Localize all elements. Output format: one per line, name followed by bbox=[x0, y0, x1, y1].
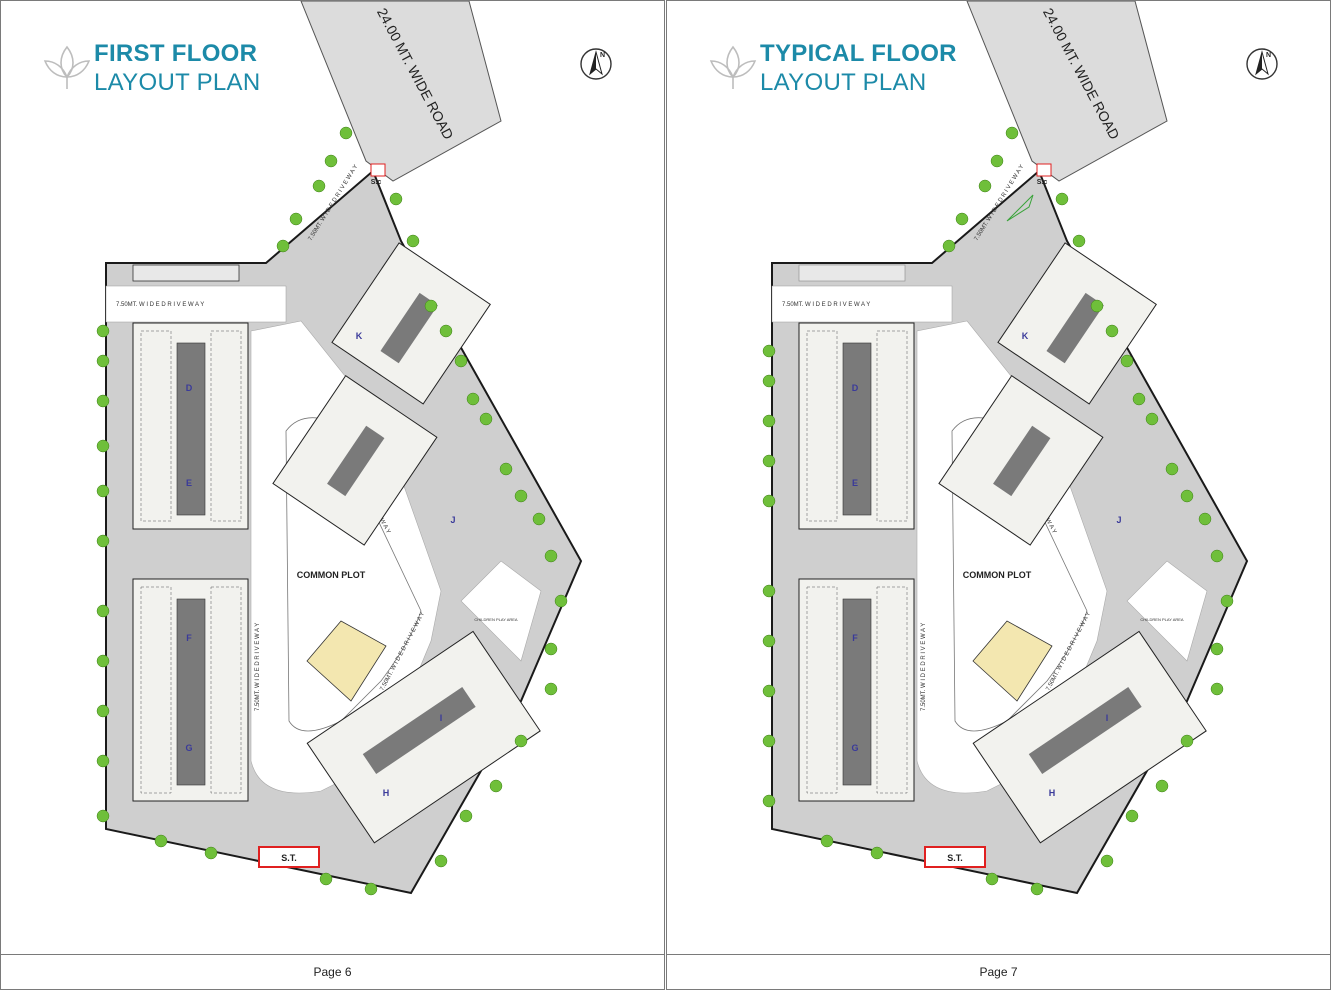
clubhouse bbox=[306, 620, 387, 702]
page-first-floor: 24.00 MT. WIDE ROAD 7.50MT. W I D E D R … bbox=[0, 0, 665, 954]
title-line1: FIRST FLOOR bbox=[94, 40, 258, 67]
drive-way-top bbox=[771, 285, 953, 323]
septic-tank-label: S.T. bbox=[281, 853, 297, 863]
common-plot-label: COMMON PLOT bbox=[297, 570, 366, 580]
block-label-d: D bbox=[186, 383, 193, 393]
drive-way-label-top: 7.50MT. W I D E D R I V E W A Y bbox=[116, 302, 204, 308]
block-label-h: H bbox=[383, 788, 390, 798]
children-play-area bbox=[460, 560, 542, 662]
trees bbox=[762, 126, 1234, 896]
road bbox=[966, 1, 1168, 182]
common-plot-label: COMMON PLOT bbox=[963, 570, 1032, 580]
trees bbox=[96, 126, 568, 896]
tower-column-fg bbox=[798, 578, 915, 802]
block-label-f: F bbox=[852, 633, 858, 643]
block-label-i: I bbox=[1106, 713, 1109, 723]
tower-column-fg bbox=[132, 578, 249, 802]
page-typical-floor: 24.00 MT. WIDE ROAD 7.50MT. W I D E D R … bbox=[666, 0, 1331, 954]
page-title: FIRST FLOOR LAYOUT PLAN bbox=[94, 39, 260, 97]
leaf-logo-icon bbox=[43, 45, 91, 89]
title-line2: LAYOUT PLAN bbox=[760, 69, 927, 96]
tower-ih bbox=[972, 630, 1207, 844]
road bbox=[300, 1, 502, 182]
block-label-h: H bbox=[1049, 788, 1056, 798]
drive-way-top bbox=[105, 285, 287, 323]
page-title: TYPICAL FLOOR LAYOUT PLAN bbox=[760, 39, 957, 97]
children-play-label: CHILDREN PLAY AREA bbox=[1140, 617, 1184, 622]
septic-tank-box bbox=[924, 846, 986, 868]
security-cabin bbox=[370, 163, 386, 177]
site-plan: 24.00 MT. WIDE ROAD 7.50MT. W I D E D R … bbox=[96, 1, 583, 896]
block-label-g: G bbox=[185, 743, 192, 753]
block-label-f: F bbox=[186, 633, 192, 643]
block-label-e: E bbox=[186, 478, 192, 488]
septic-tank-label: S.T. bbox=[947, 853, 963, 863]
tower-kj bbox=[272, 242, 491, 546]
north-compass-icon: N bbox=[1246, 48, 1278, 80]
ramp bbox=[798, 264, 906, 282]
drive-way-label-left: 7.50MT. W I D E D R I V E W A Y bbox=[921, 623, 927, 711]
drive-way-label-left: 7.50MT. W I D E D R I V E W A Y bbox=[255, 623, 261, 711]
block-label-d: D bbox=[852, 383, 859, 393]
children-play-area bbox=[1126, 560, 1208, 662]
tower-kj bbox=[938, 242, 1157, 546]
security-cabin-label: S.c bbox=[371, 179, 382, 186]
septic-tank-box bbox=[258, 846, 320, 868]
tower-column-de bbox=[132, 322, 249, 530]
drive-way-label-top: 7.50MT. W I D E D R I V E W A Y bbox=[782, 302, 870, 308]
block-label-k: K bbox=[356, 331, 363, 341]
page-number: Page 6 bbox=[313, 965, 352, 979]
tower-ih bbox=[306, 630, 541, 844]
clubhouse bbox=[972, 620, 1053, 702]
block-label-e: E bbox=[852, 478, 858, 488]
compass-letter: N bbox=[600, 52, 605, 59]
page-footer: Page 7 bbox=[666, 954, 1331, 990]
compass-letter: N bbox=[1266, 52, 1271, 59]
title-line1: TYPICAL FLOOR bbox=[760, 40, 957, 67]
tower-column-de bbox=[798, 322, 915, 530]
north-compass-icon: N bbox=[580, 48, 612, 80]
block-label-j: J bbox=[1116, 515, 1121, 525]
children-play-label: CHILDREN PLAY AREA bbox=[474, 617, 518, 622]
block-label-k: K bbox=[1022, 331, 1029, 341]
security-cabin bbox=[1036, 163, 1052, 177]
site-plan: 24.00 MT. WIDE ROAD 7.50MT. W I D E D R … bbox=[762, 1, 1249, 896]
block-label-g: G bbox=[851, 743, 858, 753]
security-cabin-label: S.c bbox=[1037, 179, 1048, 186]
ramp bbox=[132, 264, 240, 282]
page-footer: Page 6 bbox=[0, 954, 665, 990]
block-label-j: J bbox=[450, 515, 455, 525]
garden-triangle bbox=[1006, 194, 1034, 222]
title-line2: LAYOUT PLAN bbox=[94, 69, 261, 96]
page-number: Page 7 bbox=[979, 965, 1018, 979]
leaf-logo-icon bbox=[709, 45, 757, 89]
block-label-i: I bbox=[440, 713, 443, 723]
